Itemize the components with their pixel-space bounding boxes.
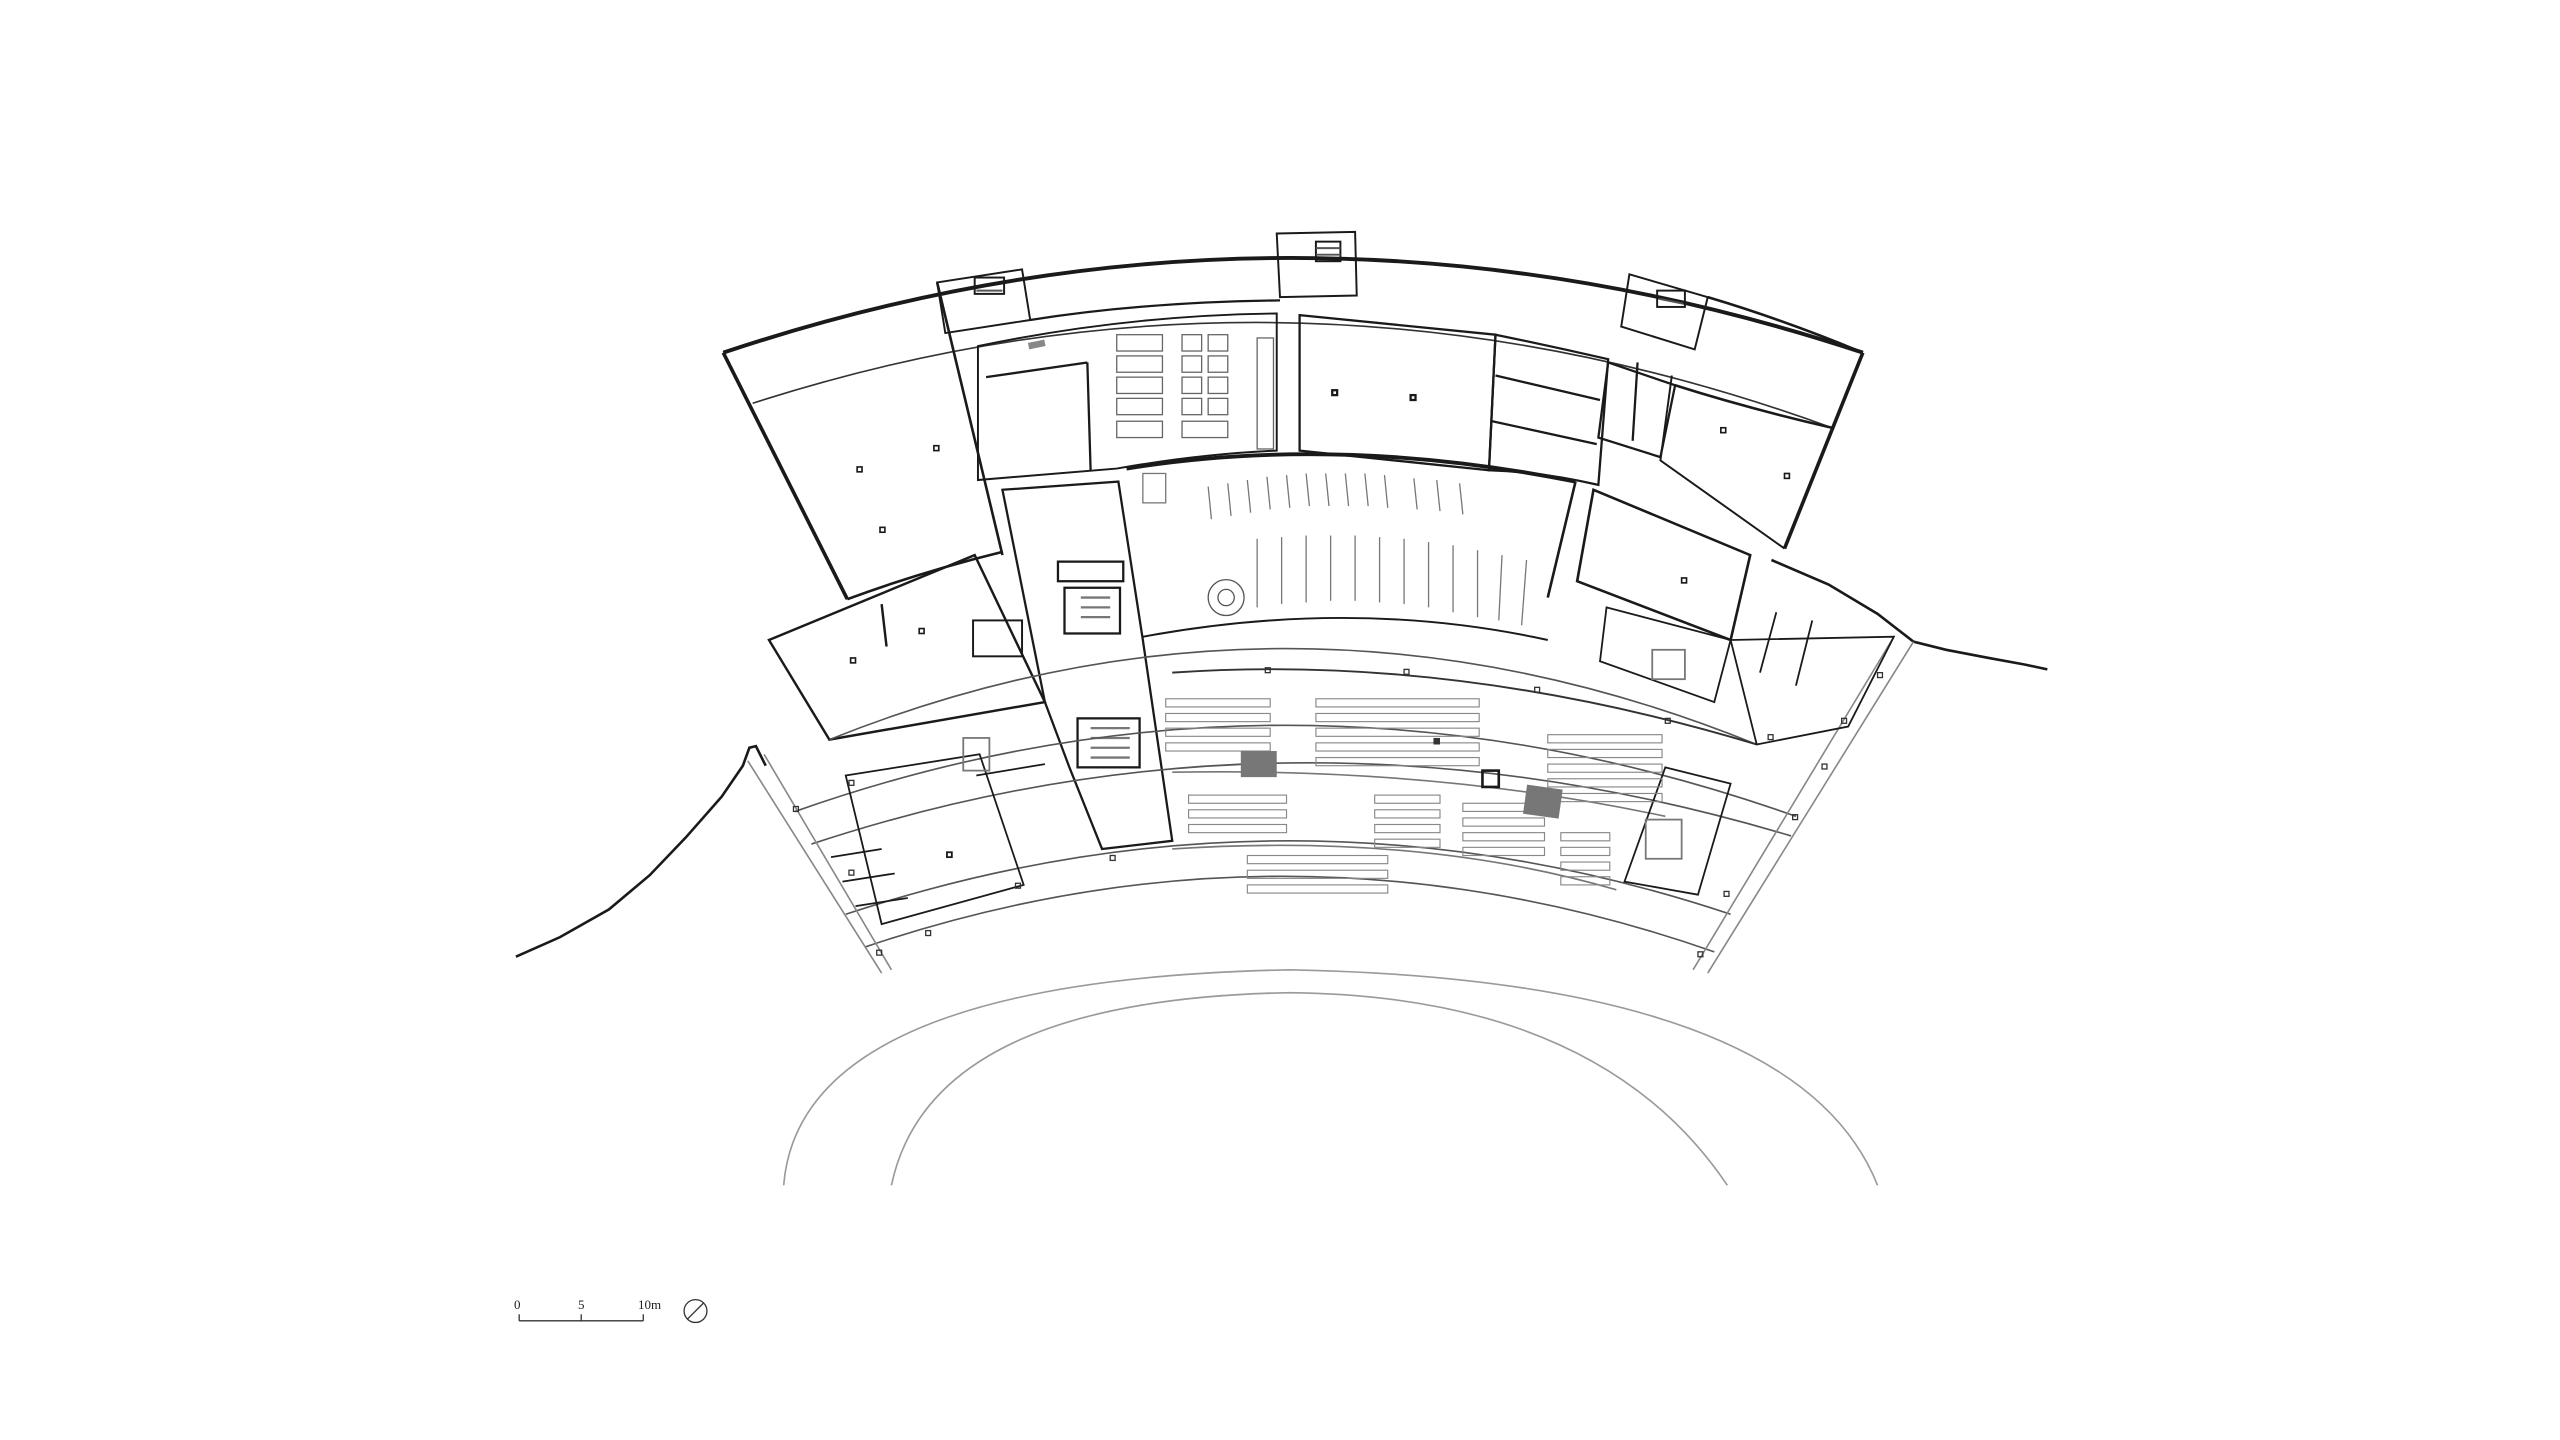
lower-right-rooms [1599, 606, 1896, 896]
structural-columns [792, 667, 1884, 958]
service-cores [936, 230, 1709, 351]
reading-hall [1126, 452, 1577, 641]
scale-label-10m: 10m [638, 1297, 662, 1312]
stand-rings [747, 636, 1915, 974]
central-core [1001, 480, 1174, 851]
lower-left-rooms [830, 737, 1046, 926]
field-inner-line [890, 991, 1729, 1186]
field-outer-line [782, 968, 1879, 1186]
terrain-line-right [1770, 558, 2048, 671]
block-lower-left [767, 553, 1047, 741]
stair-landings [1240, 737, 1563, 819]
scale-label-5: 5 [578, 1297, 585, 1312]
top-offices [976, 299, 1677, 487]
block-upper-right [1575, 295, 1864, 642]
scale-label-0: 0 [514, 1297, 521, 1312]
scale-bar [518, 1314, 644, 1322]
terrain-line-left [515, 744, 767, 958]
meeting-tables [1116, 334, 1275, 450]
block-upper-left [846, 282, 1004, 601]
outer-envelope-wall [722, 256, 1864, 355]
seating [1165, 698, 1663, 894]
north-arrow-icon [683, 1298, 708, 1324]
